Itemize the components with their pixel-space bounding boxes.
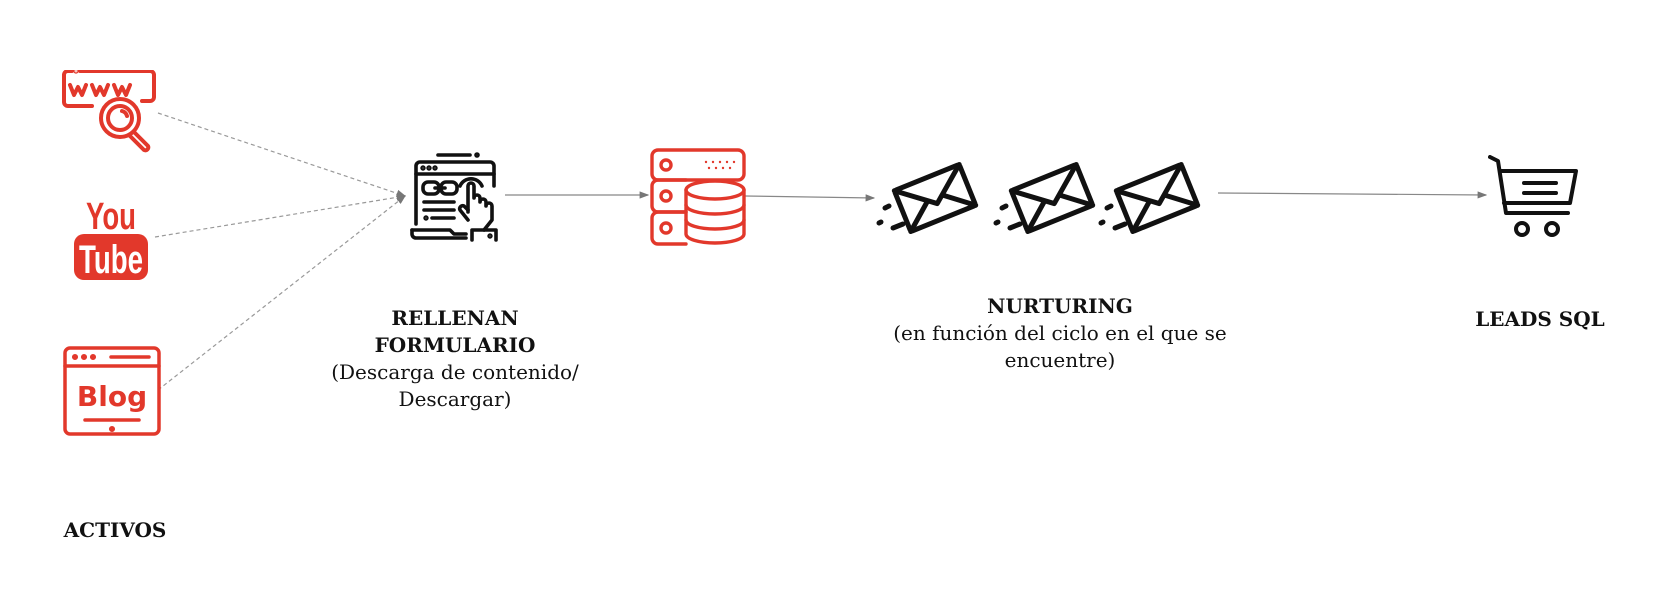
- leads-step-label: LEADS SQL: [1450, 306, 1630, 333]
- shopping-cart-icon: [1488, 155, 1580, 239]
- email-3: [1098, 161, 1201, 235]
- database-server-icon: [650, 148, 748, 246]
- sources-title: ACTIVOS: [63, 518, 167, 542]
- form-step-title-line1: RELLENAN: [391, 306, 519, 330]
- nurturing-step-subtitle-line1: (en función del ciclo en el que se: [893, 321, 1227, 345]
- web-form-click-icon: [410, 152, 510, 242]
- dashed-connectors-sources-to-form: [154, 112, 407, 391]
- youtube-icon: You Tube: [72, 192, 150, 282]
- blog-text: Blog: [77, 380, 147, 413]
- www-search-icon: [62, 70, 162, 160]
- solid-connectors: [505, 191, 1488, 202]
- blog-icon: Blog: [63, 346, 161, 436]
- nurturing-step-label: NURTURING (en función del ciclo en el qu…: [860, 293, 1260, 374]
- youtube-you-text: You: [86, 196, 136, 238]
- form-step-subtitle-line1: (Descarga de contenido/: [331, 360, 579, 384]
- form-step-title-line2: FORMULARIO: [374, 333, 536, 357]
- sources-label: ACTIVOS: [40, 517, 190, 544]
- nurturing-step-subtitle-line2: encuentre): [1004, 348, 1116, 372]
- form-step-subtitle-line2: Descargar): [398, 387, 512, 411]
- youtube-tube-text: Tube: [79, 238, 143, 282]
- email-1: [876, 161, 979, 235]
- email-sequence-icon: [873, 158, 1213, 238]
- email-2: [993, 161, 1096, 235]
- form-step-label: RELLENAN FORMULARIO (Descarga de conteni…: [310, 305, 600, 413]
- nurturing-step-title: NURTURING: [987, 294, 1133, 318]
- leads-step-title: LEADS SQL: [1475, 307, 1605, 331]
